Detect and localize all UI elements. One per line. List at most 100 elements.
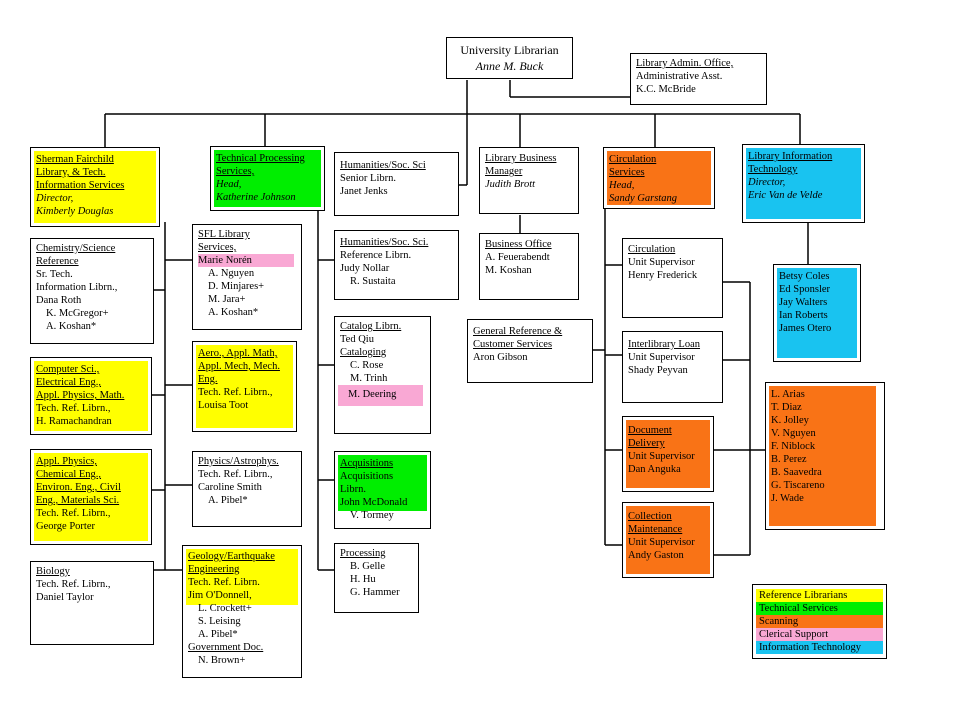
legend-clerical: Clerical Support [756,628,883,641]
business-manager-box: Library Business Manager Judith Brott [479,147,579,214]
aero-line: Tech. Ref. Librn., [198,387,273,398]
lit-title-2: Technology [748,164,798,175]
cataloging-staff: C. Rose [350,360,384,371]
lit-name: Eric Van de Velde [748,190,823,201]
humanities-line: Senior Librn. [340,173,396,184]
scanning-fill [626,420,710,488]
scanning-fill [607,151,711,205]
chemistry-staff: A. Koshan* [46,321,97,332]
physastro-staff: A. Pibel* [208,495,248,506]
collmaint-title-2: Maintenance [628,524,683,535]
docdel-title-2: Delivery [628,438,665,449]
it-fill [746,148,861,219]
techproc-name: Katherine Johnson [216,192,296,203]
compsci-title-2: Electrical Eng., [36,377,102,388]
technical-fill [214,150,321,207]
genref-title-2: Customer Services [473,339,553,350]
computer-science-box: Computer Sci., Electrical Eng., Appl. Ph… [30,357,152,435]
technical-processing-box: Technical Processing Services, Head, Kat… [210,146,325,211]
circserv-role: Head, [609,180,635,191]
lit-title-1: Library Information [748,151,833,162]
circulation-line: Unit Supervisor [628,257,695,268]
geology-box: Geology/Earthquake Engineering Tech. Ref… [182,545,302,678]
general-reference-box: General Reference & Customer Services Ar… [467,319,593,383]
admin-office-title: Library Admin. Office, [636,58,734,69]
genref-title-1: General Reference & [473,326,563,337]
aero-title-1: Aero., Appl. Math, [198,348,278,359]
geology-title-2: Engineering [188,564,240,575]
sherman-role: Director, [36,193,74,204]
document-delivery-box: Document Delivery Unit Supervisor Dan An… [622,416,714,492]
acquisitions-line: Acquisitions [340,471,394,482]
reference-fill [186,549,298,605]
biology-box: Biology Tech. Ref. Librn., Daniel Taylor [30,561,154,645]
it-staff: Ian Roberts [779,310,828,321]
acquisitions-title: Acquisitions [340,458,394,469]
compsci-name: H. Ramachandran [36,416,112,427]
university-librarian-box: University Librarian Anne M. Buck [446,37,573,79]
chemistry-title-1: Chemistry/Science [36,243,116,254]
processing-staff: H. Hu [350,574,376,585]
physastro-title: Physics/Astrophys. [198,456,279,467]
university-librarian-name: Anne M. Buck [475,59,544,73]
scanning-staff: T. Diaz [771,402,802,413]
sfl-staff: A. Koshan* [208,307,259,318]
catalog-title: Catalog Librn. [340,321,402,332]
scanning-staff: K. Jolley [771,415,809,426]
acquisitions-box: Acquisitions Acquisitions Librn. John Mc… [334,451,431,529]
applphys-title-2: Chemical Eng., [36,469,102,480]
docdel-line: Unit Supervisor [628,451,695,462]
cataloging-clerical: M. Deering [338,385,423,406]
government-doc-title: Government Doc. [188,642,264,653]
sfl-staff: M. Jara+ [208,294,246,305]
sherman-name: Kimberly Douglas [36,206,114,217]
compsci-line: Tech. Ref. Librn., [36,403,111,414]
collmaint-line: Unit Supervisor [628,537,695,548]
circserv-name: Sandy Garstang [609,193,677,204]
processing-staff: G. Hammer [350,587,400,598]
humanities2-title: Humanities/Soc. Sci. [340,237,429,248]
geology-staff: S. Leising [198,616,241,627]
humanities-senior-box: Humanities/Soc. Sci Senior Librn. Janet … [334,152,459,216]
chemistry-line: Dana Roth [36,295,82,306]
circserv-title-1: Circulation [609,154,657,165]
library-it-box: Library Information Technology Director,… [742,144,865,223]
geology-staff: A. Pibel* [198,629,238,640]
circserv-title-2: Services [609,167,645,178]
biology-title: Biology [36,566,70,577]
geology-staff: L. Crockett+ [198,603,252,614]
docdel-name: Dan Anguka [628,464,681,475]
collmaint-title-1: Collection [628,511,672,522]
business-manager-title-1: Library Business [485,153,557,164]
scanning-fill [769,386,876,526]
reference-fill [34,151,156,223]
humanities-reference-box: Humanities/Soc. Sci. Reference Librn. Ju… [334,230,459,300]
chemistry-line: Sr. Tech. [36,269,73,280]
scanning-staff: B. Perez [771,454,807,465]
reference-fill [34,361,148,431]
scanning-fill [626,506,710,574]
chemistry-line: Information Librn., [36,282,118,293]
biology-line: Tech. Ref. Librn., [36,579,111,590]
acquisitions-name: John McDonald [340,497,408,508]
admin-office-box: Library Admin. Office, Administrative As… [630,53,767,105]
scanning-staff: B. Saavedra [771,467,822,478]
legend-scanning: Scanning [756,615,883,628]
legend-technical: Technical Services [756,602,883,615]
legend-reference: Reference Librarians [756,589,883,602]
it-staff: Betsy Coles [779,271,830,282]
sfl-library-box: SFL Library Services, Marie Norén A. Ngu… [192,224,302,330]
humanities-name: Janet Jenks [340,186,388,197]
interlibrary-loan-box: Interlibrary Loan Unit Supervisor Shady … [622,331,723,403]
legend: Reference Librarians Technical Services … [752,584,887,659]
processing-title: Processing [340,548,386,559]
ill-name: Shady Peyvan [628,365,688,376]
circulation-name: Henry Frederick [628,270,698,281]
processing-box: Processing B. Gelle H. Hu G. Hammer [334,543,419,613]
sherman-title-1: Sherman Fairchild [36,154,114,165]
business-office-staff: A. Feuerabendt [485,252,550,263]
applied-physics-box: Appl. Physics, Chemical Eng., Environ. E… [30,449,152,545]
sherman-fairchild-box: Sherman Fairchild Library, & Tech. Infor… [30,147,160,227]
acquisitions-staff: V. Tormey [350,510,394,521]
humanities-title: Humanities/Soc. Sci [340,160,426,171]
